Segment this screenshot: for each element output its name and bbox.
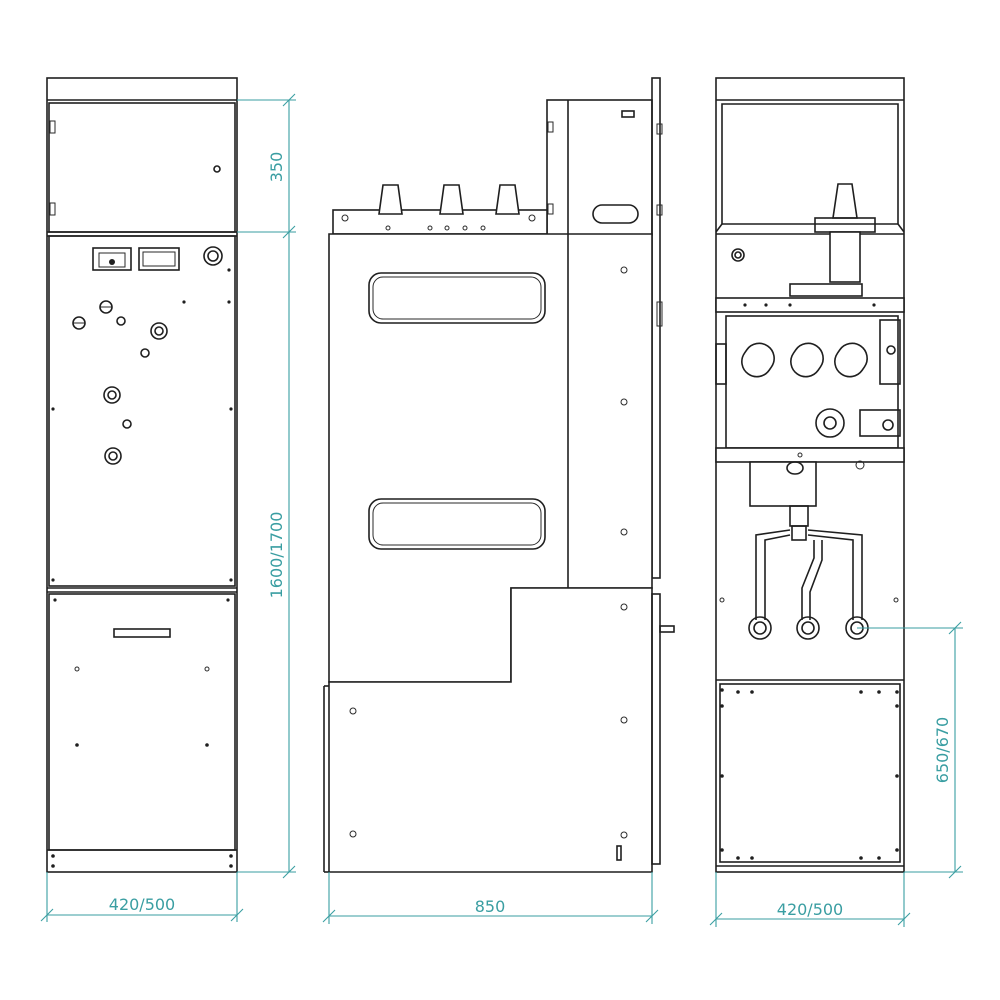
meter-window-right — [138, 247, 180, 271]
dim-front-total-height: 1600/1700 — [267, 512, 286, 599]
dim-rear-width: 420/500 — [777, 900, 843, 919]
indicator-lamp — [203, 246, 223, 266]
rear-actuator — [829, 231, 861, 283]
rear-crossbar-upper — [715, 297, 905, 313]
dim-front-top-height: 350 — [267, 152, 286, 183]
meter-window-left — [92, 247, 132, 271]
bushing-1 — [378, 184, 403, 215]
operating-shaft-3 — [104, 447, 122, 465]
rear-bottom-cover — [719, 683, 901, 863]
side-view — [323, 77, 675, 873]
rear-crossbar-lower — [715, 447, 905, 463]
side-dimensions: 850 — [322, 872, 659, 924]
rear-bushing — [832, 183, 858, 219]
rear-dimensions: 650/670 420/500 — [709, 621, 963, 927]
bushing-2 — [439, 184, 464, 215]
operating-shaft-1 — [150, 322, 168, 340]
rear-view — [715, 77, 905, 873]
front-dimensions: 350 1600/1700 420/500 — [40, 93, 296, 922]
rear-ct-block — [749, 461, 817, 507]
rear-phase-ports — [741, 342, 868, 378]
front-frame — [46, 77, 238, 873]
side-top-box — [546, 99, 653, 236]
rear-indicator — [731, 248, 745, 262]
rear-cable-conductors — [755, 529, 863, 620]
side-window-upper — [368, 272, 546, 324]
dim-front-width: 420/500 — [109, 895, 175, 914]
front-viewing-window — [113, 628, 171, 638]
dim-side-depth: 850 — [475, 897, 506, 916]
side-window-lower — [368, 498, 546, 550]
operating-shaft-2 — [103, 386, 121, 404]
dim-rear-cable-height: 650/670 — [933, 717, 952, 783]
front-control-panel — [48, 235, 236, 587]
rear-operating-wheel — [815, 408, 845, 438]
bushing-3 — [495, 184, 520, 215]
front-view — [46, 77, 238, 873]
